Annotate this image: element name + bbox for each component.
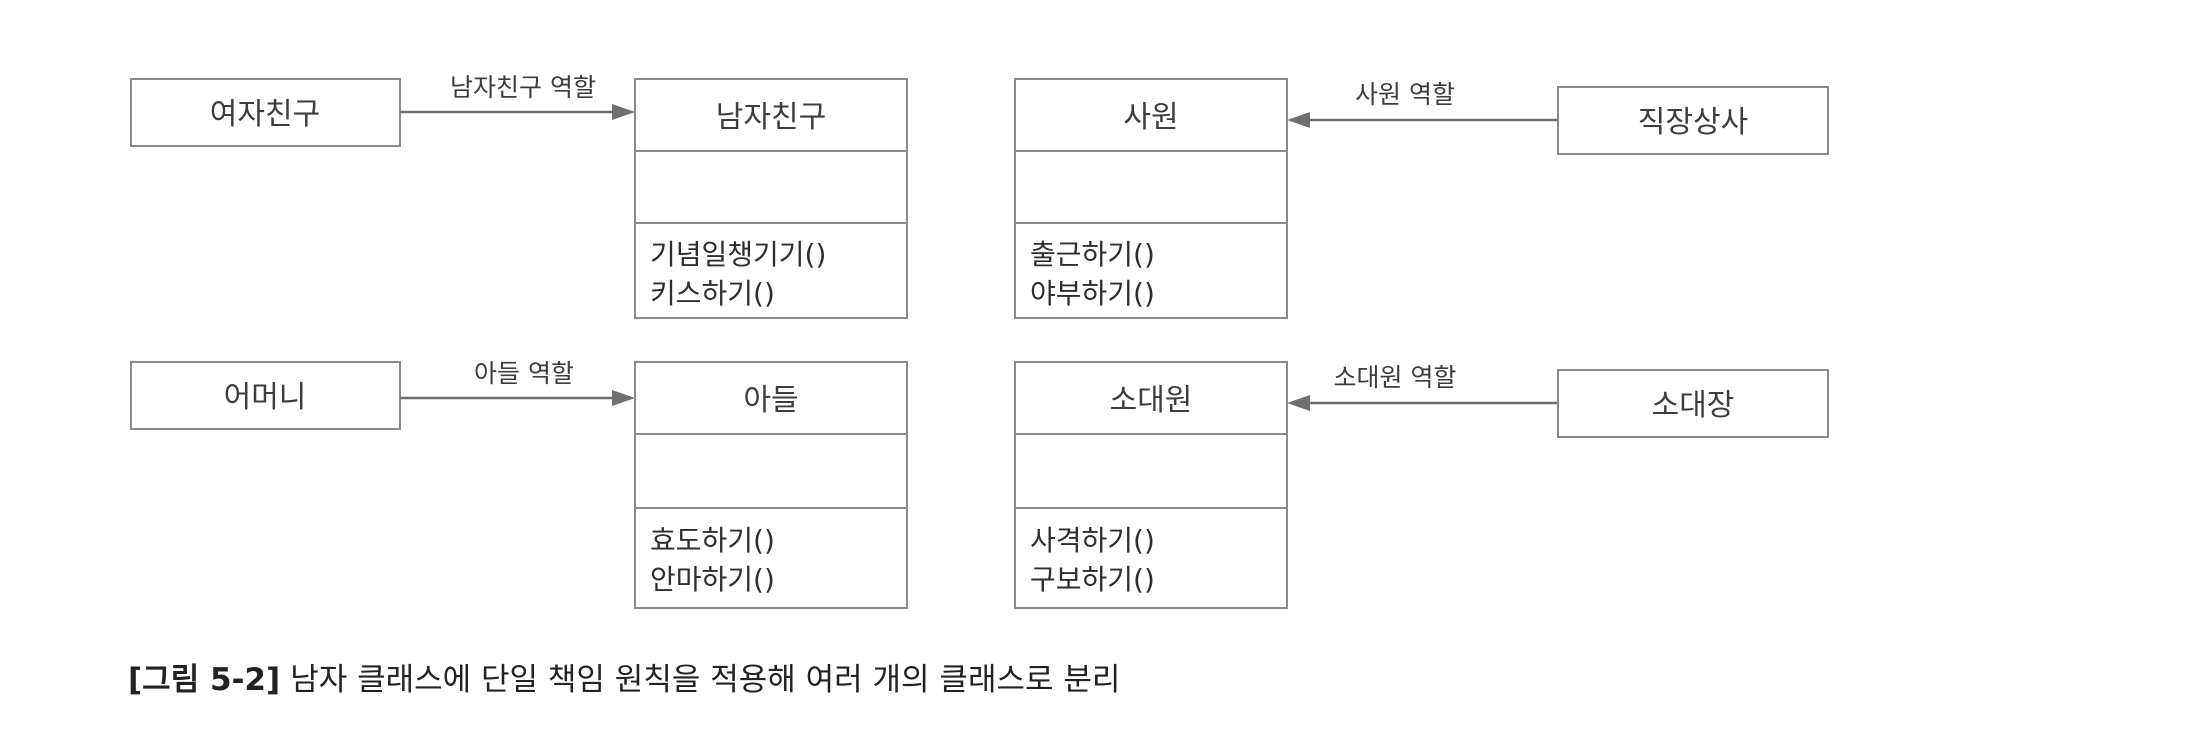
class-box-outline	[634, 361, 908, 609]
method-anniversary: 기념일챙기기()	[650, 238, 826, 271]
arrowhead-icon	[612, 104, 635, 120]
method-march: 구보하기()	[1030, 563, 1155, 596]
relation-mother-son: 어머니 아들 역할 아들 효도하기() 안마하기()	[130, 359, 908, 609]
actor-box-mother[interactable]	[130, 361, 401, 430]
arrowhead-icon	[1287, 112, 1310, 128]
relation-girlfriend-boyfriend: 여자친구 남자친구 역할 남자친구 기념일챙기기() 키스하기()	[130, 73, 908, 319]
actor-label-boss: 직장상사	[1638, 105, 1748, 140]
class-name-soldier: 소대원	[1110, 383, 1193, 418]
actor-label-girlfriend: 여자친구	[210, 97, 320, 132]
class-box-outline	[1014, 361, 1288, 609]
actor-label-platoon-leader: 소대장	[1652, 388, 1735, 423]
relation-platoon-leader-soldier: 소대원 사격하기() 구보하기() 소대원 역할 소대장	[1014, 361, 1829, 609]
class-box-employee[interactable]: 사원 출근하기() 야부하기()	[1014, 78, 1288, 319]
actor-label-mother: 어머니	[224, 380, 307, 415]
class-box-outline	[1014, 78, 1288, 319]
method-flatter: 야부하기()	[1030, 277, 1155, 310]
method-shooting: 사격하기()	[1030, 524, 1155, 557]
figure-number: [그림 5-2]	[128, 662, 281, 698]
figure-caption: [그림 5-2]남자 클래스에 단일 책임 원칙을 적용해 여러 개의 클래스로…	[128, 654, 1120, 699]
method-go-to-work: 출근하기()	[1030, 238, 1155, 271]
role-label-employee: 사원 역할	[1355, 80, 1455, 109]
class-name-son: 아들	[743, 383, 798, 418]
class-name-boyfriend: 남자친구	[716, 100, 826, 135]
figure-caption-text: 남자 클래스에 단일 책임 원칙을 적용해 여러 개의 클래스로 분리	[290, 662, 1121, 698]
actor-box-platoon-leader[interactable]	[1557, 369, 1829, 438]
actor-box-boss[interactable]	[1557, 86, 1829, 155]
class-name-employee: 사원	[1123, 100, 1178, 135]
method-massage: 안마하기()	[650, 563, 775, 596]
role-label-boyfriend: 남자친구 역할	[450, 73, 596, 102]
class-box-soldier[interactable]: 소대원 사격하기() 구보하기()	[1014, 361, 1288, 609]
class-box-outline	[634, 78, 908, 319]
method-filial-piety: 효도하기()	[650, 524, 775, 557]
arrowhead-icon	[612, 390, 635, 406]
relation-boss-employee: 사원 출근하기() 야부하기() 사원 역할 직장상사	[1014, 78, 1829, 319]
class-box-son[interactable]: 아들 효도하기() 안마하기()	[634, 361, 908, 609]
method-kiss: 키스하기()	[650, 277, 775, 310]
class-box-boyfriend[interactable]: 남자친구 기념일챙기기() 키스하기()	[634, 78, 908, 319]
actor-box-girlfriend[interactable]	[130, 78, 401, 147]
role-label-son: 아들 역할	[474, 359, 574, 388]
arrowhead-icon	[1287, 395, 1310, 411]
role-label-soldier: 소대원 역할	[1334, 363, 1457, 392]
